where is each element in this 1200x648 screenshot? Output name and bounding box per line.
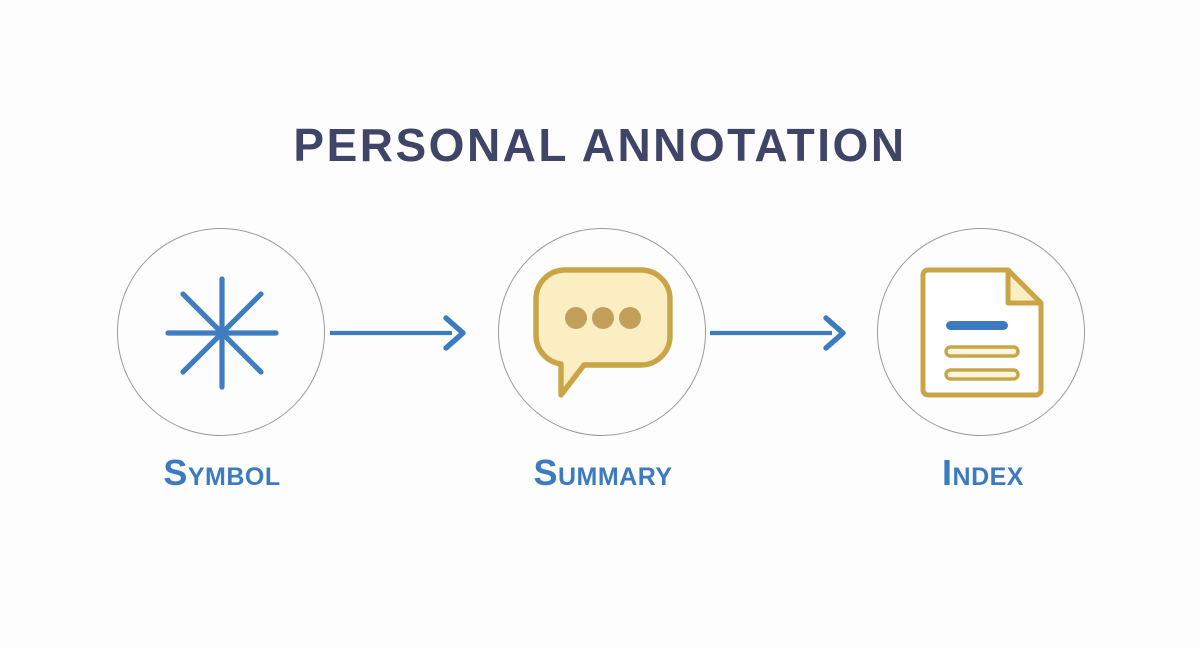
arrow-right-icon: [710, 313, 850, 353]
step-index[interactable]: [877, 228, 1087, 438]
page-title: PERSONAL ANNOTATION: [293, 119, 907, 171]
step-label-symbol: Symbol: [163, 452, 281, 493]
document-page-icon: [877, 228, 1087, 438]
asterisk-star-icon: [117, 228, 327, 438]
speech-bubble-icon: [498, 228, 708, 438]
step-symbol[interactable]: [117, 228, 327, 438]
step-label-index: Index: [942, 452, 1024, 493]
step-summary[interactable]: [498, 228, 708, 438]
step-label-summary: Summary: [533, 452, 673, 493]
arrow-right-icon: [330, 313, 470, 353]
